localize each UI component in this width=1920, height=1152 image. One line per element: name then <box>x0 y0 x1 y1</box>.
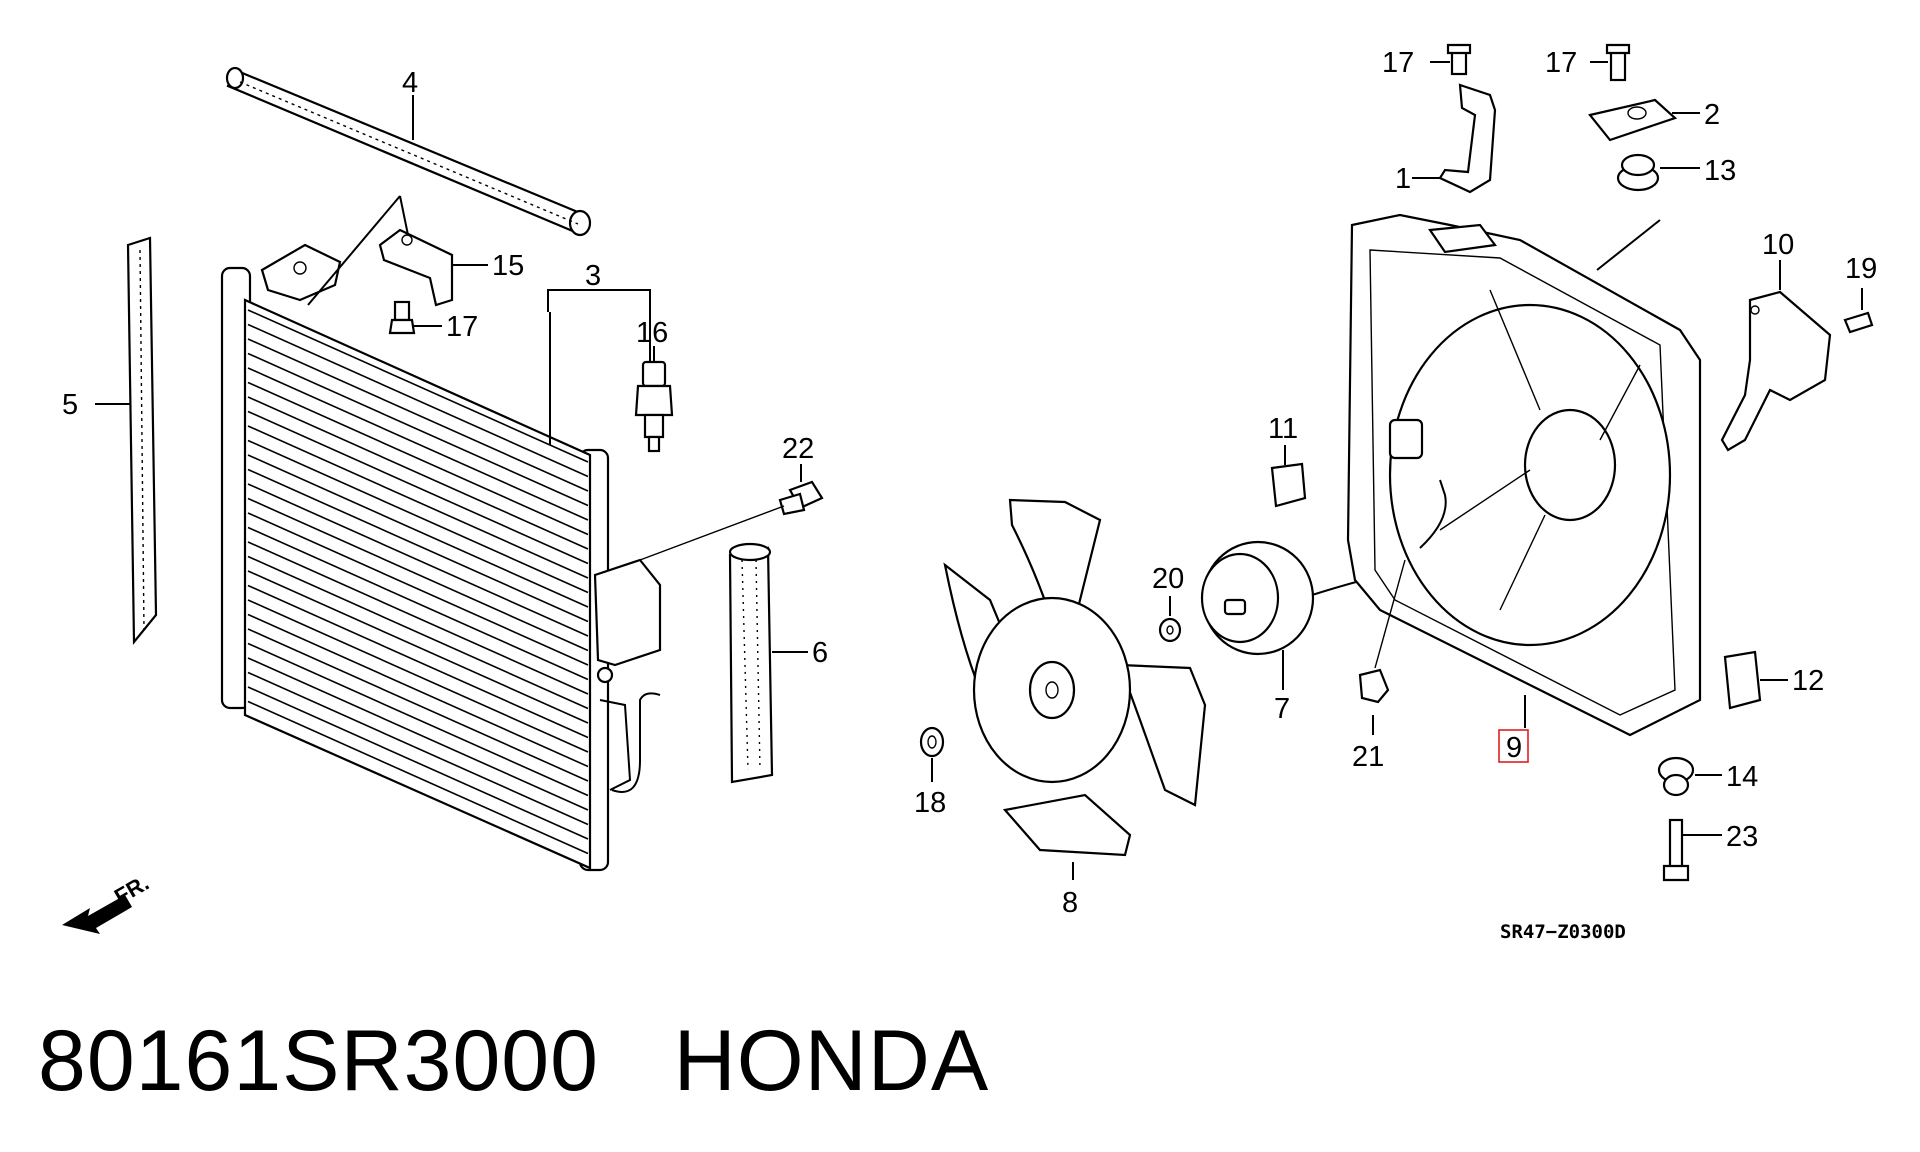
condenser-fin <box>247 309 589 463</box>
label-2: 2 <box>1704 99 1720 131</box>
pressure-switch-16 <box>634 360 674 453</box>
bracket-1 <box>1438 83 1497 194</box>
condenser-fin <box>247 686 589 840</box>
bolt-23 <box>1662 818 1690 882</box>
condenser-fin <box>247 497 589 652</box>
condenser-fin <box>247 425 589 579</box>
label-3: 3 <box>585 260 601 292</box>
label-16: 16 <box>636 317 668 349</box>
label-22: 22 <box>782 433 814 465</box>
front-direction-arrow-icon <box>62 895 132 934</box>
grommet-13 <box>1616 153 1660 192</box>
bracket-15 <box>378 228 454 307</box>
part-title: 80161SR3000 HONDA <box>38 1012 989 1111</box>
label-21: 21 <box>1352 741 1384 773</box>
condenser-fin <box>247 439 589 594</box>
label-7: 7 <box>1274 693 1290 725</box>
label-6: 6 <box>812 637 828 669</box>
clip-2 <box>1588 98 1678 142</box>
bolt-17-top-a <box>1446 43 1472 76</box>
condenser-fin <box>247 512 589 666</box>
condenser-fin <box>247 700 589 855</box>
condenser-fin <box>247 396 589 550</box>
condenser-fin <box>247 570 589 724</box>
label-23: 23 <box>1726 821 1758 853</box>
condenser-fin <box>247 671 589 826</box>
condenser-fin <box>247 628 589 782</box>
condenser-fin <box>247 410 589 565</box>
clip-21 <box>1358 668 1390 704</box>
washer-20 <box>1158 617 1182 643</box>
mount-12 <box>1723 650 1762 710</box>
mount-11 <box>1270 462 1307 508</box>
condenser-fin <box>247 526 589 681</box>
condenser-fin <box>247 381 589 536</box>
condenser-fin <box>247 541 589 695</box>
screw-19 <box>1843 311 1874 334</box>
foam-pad-6 <box>728 542 774 784</box>
condenser-fin <box>247 584 589 739</box>
label-4: 4 <box>402 67 418 99</box>
side-seal-5 <box>126 236 158 646</box>
cover-10 <box>1720 290 1832 452</box>
condenser-fin <box>247 352 589 507</box>
diagram-code: SR47−Z0300D <box>1500 921 1626 943</box>
condenser-fin <box>247 323 589 478</box>
label-1: 1 <box>1395 163 1411 195</box>
condenser-fin <box>247 468 589 623</box>
label-5: 5 <box>62 389 78 421</box>
label-17-top-b: 17 <box>1545 47 1577 79</box>
highlight-box-9 <box>1498 729 1529 763</box>
fan-shroud-9 <box>1346 213 1702 737</box>
nut-18 <box>919 726 945 758</box>
bolt-22 <box>778 480 824 516</box>
seal-strip-4 <box>225 66 592 237</box>
label-10: 10 <box>1762 229 1794 261</box>
label-15: 15 <box>492 250 524 282</box>
brand-name: HONDA <box>673 1013 990 1109</box>
condenser-fin <box>247 555 589 710</box>
bolt-17-left <box>388 300 416 335</box>
label-19: 19 <box>1845 253 1877 285</box>
condenser-fin <box>247 483 589 637</box>
fan-8 <box>943 498 1207 857</box>
label-8: 8 <box>1062 887 1078 919</box>
label-14: 14 <box>1726 761 1758 793</box>
nut-14 <box>1657 756 1695 797</box>
label-9: 9 <box>1506 732 1522 764</box>
condenser-fin <box>247 338 589 492</box>
label-12: 12 <box>1792 665 1824 697</box>
label-18: 18 <box>914 787 946 819</box>
condenser-fin <box>247 642 589 797</box>
label-11: 11 <box>1268 413 1298 445</box>
condenser-fin <box>247 599 589 753</box>
condenser-fin <box>247 613 589 768</box>
bolt-17-top-b <box>1605 43 1631 82</box>
label-17-left: 17 <box>446 311 478 343</box>
condenser-fin <box>247 454 589 608</box>
part-number: 80161SR3000 <box>38 1013 599 1109</box>
condenser-3 <box>220 243 662 872</box>
fan-motor-7 <box>1200 540 1421 656</box>
condenser-fin <box>247 657 589 811</box>
condenser-fin <box>247 367 589 521</box>
label-13: 13 <box>1704 155 1736 187</box>
label-17-top-a: 17 <box>1382 47 1414 79</box>
label-20: 20 <box>1152 563 1184 595</box>
